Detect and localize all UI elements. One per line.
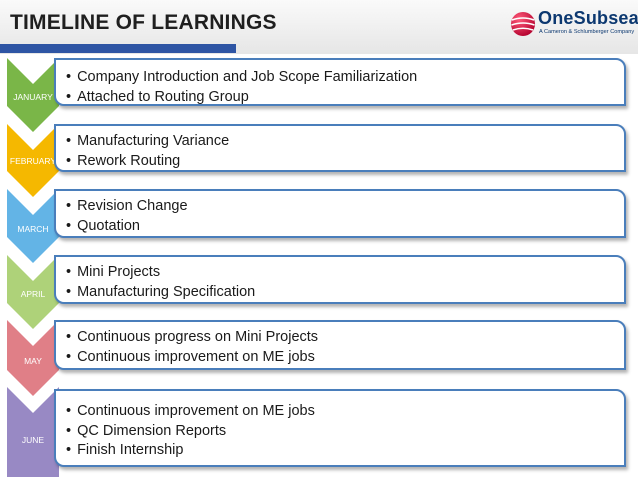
chevron-down-icon xyxy=(7,255,59,329)
list-item: Revision Change xyxy=(66,197,187,217)
month-label: FEBRUARY xyxy=(9,156,57,166)
page-title: TIMELINE OF LEARNINGS xyxy=(10,11,277,34)
logo-name: OneSubsea xyxy=(538,8,638,28)
list-item: Manufacturing Variance xyxy=(66,132,229,152)
company-logo: OneSubsea A Cameron & Schlumberger Compa… xyxy=(510,8,638,44)
list-item: Continuous improvement on ME jobs xyxy=(66,402,315,422)
timeline-box-february: Manufacturing Variance Rework Routing xyxy=(54,124,626,172)
chevron-down-icon xyxy=(7,189,59,263)
chevron-down-icon xyxy=(7,58,59,132)
chevron-down-icon xyxy=(7,320,59,396)
timeline-chevron-may: MAY xyxy=(7,320,59,396)
list-item: Manufacturing Specification xyxy=(66,283,255,303)
chevron-down-icon xyxy=(7,124,59,197)
list-item: Company Introduction and Job Scope Famil… xyxy=(66,68,417,88)
timeline-box-may: Continuous progress on Mini Projects Con… xyxy=(54,320,626,370)
timeline-chevron-february: FEBRUARY xyxy=(7,124,59,197)
month-label: MAY xyxy=(24,356,42,366)
month-label: APRIL xyxy=(20,289,46,299)
list-item: QC Dimension Reports xyxy=(66,422,315,442)
list-item: Attached to Routing Group xyxy=(66,88,417,108)
list-item: Continuous improvement on ME jobs xyxy=(66,348,318,368)
list-item: Mini Projects xyxy=(66,263,255,283)
timeline-box-march: Revision Change Quotation xyxy=(54,189,626,238)
list-item: Rework Routing xyxy=(66,152,229,172)
timeline-chevron-june: JUNE xyxy=(7,387,59,477)
timeline-box-june: Continuous improvement on ME jobs QC Dim… xyxy=(54,389,626,467)
logo-sphere-icon xyxy=(511,12,535,36)
month-label: JUNE xyxy=(21,435,45,445)
timeline-chevron-january: JANUARY xyxy=(7,58,59,132)
logo-tagline: A Cameron & Schlumberger Company xyxy=(539,29,635,35)
list-item: Finish Internship xyxy=(66,441,315,461)
title-underline xyxy=(0,44,236,53)
timeline-chevron-march: MARCH xyxy=(7,189,59,263)
timeline-box-april: Mini Projects Manufacturing Specificatio… xyxy=(54,255,626,304)
chevron-down-icon xyxy=(7,387,59,477)
month-label: MARCH xyxy=(17,224,49,234)
timeline-box-january: Company Introduction and Job Scope Famil… xyxy=(54,58,626,106)
header-bar: TIMELINE OF LEARNINGS OneSubsea A Camero… xyxy=(0,0,638,54)
list-item: Quotation xyxy=(66,217,188,237)
month-label: JANUARY xyxy=(13,92,53,102)
list-item: Continuous progress on Mini Projects xyxy=(66,328,318,348)
timeline-chevron-april: APRIL xyxy=(7,255,59,329)
